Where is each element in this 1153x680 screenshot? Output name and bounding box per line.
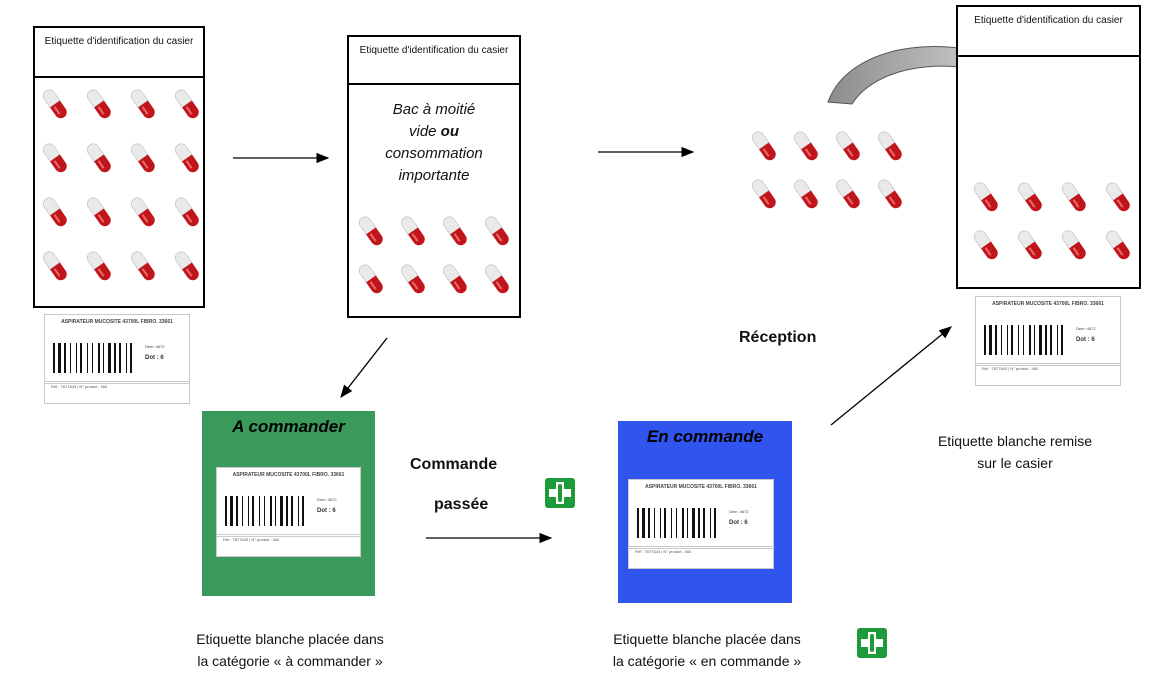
capsule-icon (442, 264, 467, 294)
capsule-icon (130, 143, 155, 173)
pill-group (358, 216, 509, 294)
bin-header: Etiquette d'identification du casier (958, 7, 1139, 57)
capsule-icon (86, 251, 111, 281)
card-title: A commander (232, 417, 345, 436)
pill-group (42, 89, 199, 281)
caption-ordered: Etiquette blanche placée dans la catégor… (612, 631, 802, 669)
card-title: En commande (646, 427, 764, 446)
barcode-icon (984, 325, 1063, 355)
capsule-icon (877, 179, 902, 209)
shelf-label: ASPIRATEUR MUCOSITE 43700L FIBRO. 33661 … (628, 479, 774, 569)
capsule-icon (42, 89, 67, 119)
capsule-icon (174, 251, 199, 281)
barcode-icon (637, 508, 716, 538)
arrow-ordered-to-label (830, 326, 953, 426)
barcode-icon (53, 343, 132, 373)
capsule-icon (358, 216, 383, 246)
capsule-icon (130, 197, 155, 227)
arrow-bin2-to-order (340, 337, 388, 399)
capsule-icon (484, 216, 509, 246)
capsule-icon (174, 89, 199, 119)
step-order-placed-line2: passée (434, 496, 489, 513)
card-to-order: A commander ASPIRATEUR MUCOSITE 43700L F… (202, 411, 375, 596)
capsule-icon (1061, 230, 1086, 260)
capsule-icon (1017, 182, 1042, 212)
capsule-icon (835, 179, 860, 209)
shelf-label: ASPIRATEUR MUCOSITE 43700L FIBRO. 33661 … (216, 467, 361, 557)
caption-returned: Etiquette blanche remise sur le casier (937, 433, 1093, 471)
pharmacy-cross-icon (857, 628, 887, 658)
capsule-icon (877, 131, 902, 161)
capsule-icon (42, 143, 67, 173)
capsule-icon (86, 197, 111, 227)
capsule-icon (835, 131, 860, 161)
capsule-icon (973, 182, 998, 212)
capsule-icon (793, 131, 818, 161)
capsule-icon (1105, 182, 1130, 212)
capsule-icon (86, 143, 111, 173)
bin-half-empty: Etiquette d'identification du casier Bac… (347, 35, 521, 318)
pharmacy-cross-icon (545, 478, 575, 508)
pill-group-delivered (751, 131, 902, 209)
capsule-icon (400, 264, 425, 294)
capsule-icon (484, 264, 509, 294)
capsule-icon (793, 179, 818, 209)
capsule-icon (751, 131, 776, 161)
capsule-icon (86, 89, 111, 119)
capsule-icon (42, 197, 67, 227)
step-reception: Réception (739, 329, 817, 346)
shelf-label: ASPIRATEUR MUCOSITE 43700L FIBRO. 33661 … (975, 296, 1121, 386)
capsule-icon (42, 251, 67, 281)
capsule-icon (130, 89, 155, 119)
step-order-placed-line1: Commande (410, 456, 498, 473)
capsule-icon (442, 216, 467, 246)
capsule-icon (973, 230, 998, 260)
capsule-icon (130, 251, 155, 281)
bin-note: Bac à moitié vide ou consommation import… (385, 101, 483, 184)
shelf-label: ASPIRATEUR MUCOSITE 43700L FIBRO. 33661 … (44, 314, 190, 404)
capsule-icon (174, 143, 199, 173)
capsule-icon (400, 216, 425, 246)
caption-to-order: Etiquette blanche placée dans la catégor… (196, 631, 384, 669)
pill-group (973, 182, 1130, 260)
bin-full: Etiquette d'identification du casier (33, 26, 205, 308)
capsule-icon (1061, 182, 1086, 212)
capsule-icon (174, 197, 199, 227)
capsule-icon (751, 179, 776, 209)
capsule-icon (1105, 230, 1130, 260)
capsule-icon (358, 264, 383, 294)
capsule-icon (1017, 230, 1042, 260)
card-ordered: En commande ASPIRATEUR MUCOSITE 43700L F… (618, 421, 792, 603)
bin-header: Etiquette d'identification du casier (35, 28, 203, 78)
barcode-icon (225, 496, 304, 526)
bin-refilled: Etiquette d'identification du casier (956, 5, 1141, 289)
bin-header: Etiquette d'identification du casier (349, 37, 519, 85)
